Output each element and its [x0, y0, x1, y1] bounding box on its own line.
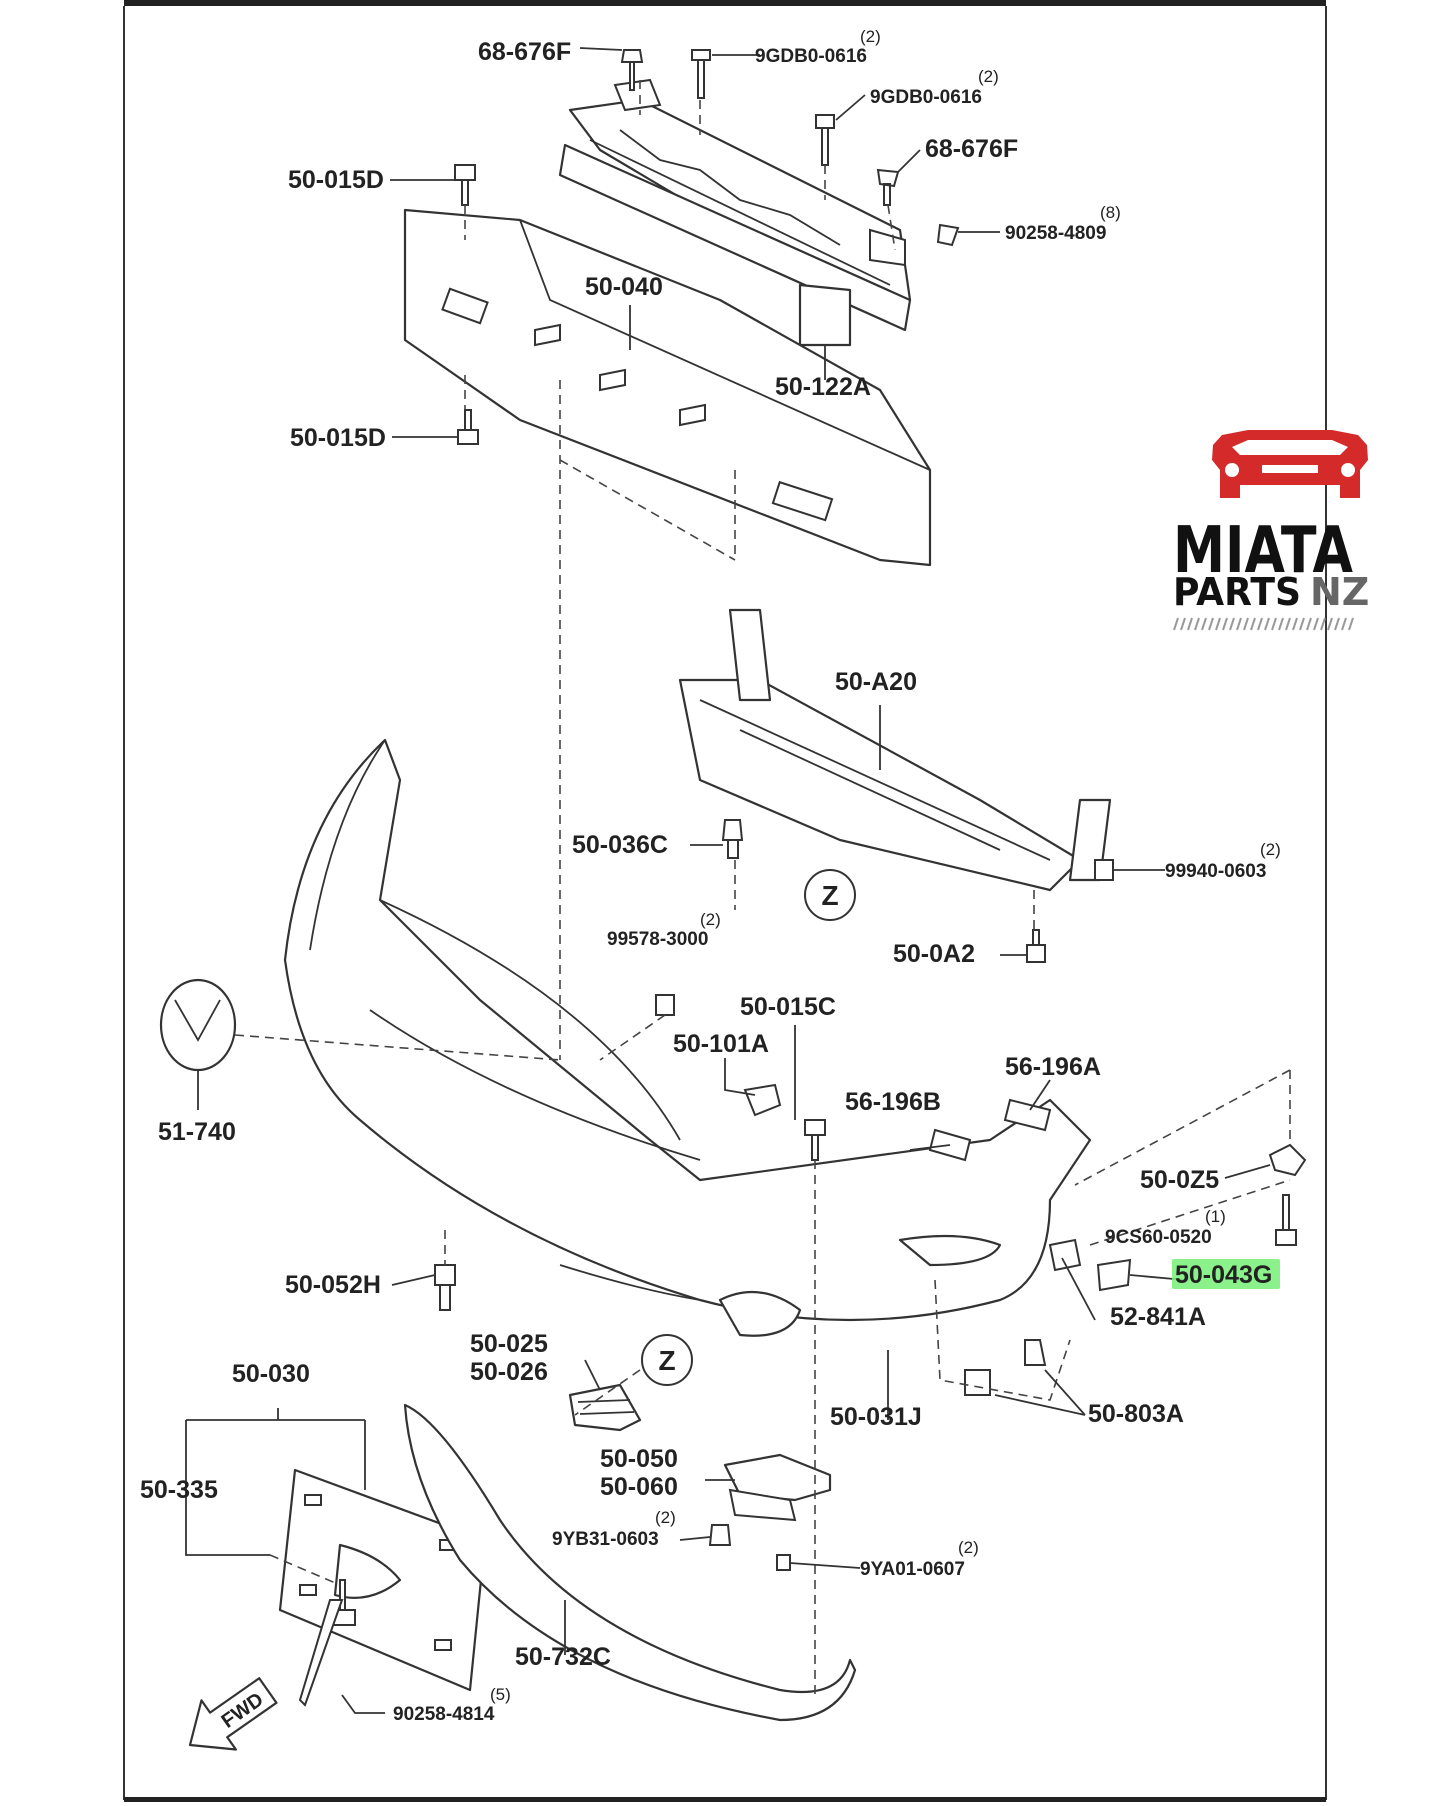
part-label: 50-026: [470, 1358, 548, 1386]
part-label: 50-335: [140, 1476, 218, 1504]
emblem: [159, 978, 237, 1072]
qty-label: (2): [1260, 840, 1281, 859]
logo-line2-nz: NZ: [1310, 570, 1369, 614]
part-label: 50-0A2: [893, 940, 975, 968]
part-label: 50-101A: [673, 1030, 769, 1058]
part-label: 9YB31-0603: [552, 1529, 659, 1550]
reinforcement-bar: [558, 78, 912, 347]
part-label: 90258-4814: [393, 1704, 495, 1725]
qty-label: (1): [1205, 1207, 1226, 1226]
qty-label: (2): [655, 1508, 676, 1527]
fasteners: [298, 49, 1297, 1707]
part-label: 90258-4809: [1005, 223, 1106, 244]
part-label: 50-A20: [835, 668, 917, 696]
lower-bracket: [678, 608, 1112, 892]
qty-label: (2): [700, 910, 721, 929]
part-label: 50-015D: [288, 166, 384, 194]
part-label: 56-196A: [1005, 1053, 1101, 1081]
qty-label: (5): [490, 1685, 511, 1704]
part-label: 68-676F: [478, 38, 571, 66]
lower-grille: [568, 1383, 642, 1432]
license-plate-bracket: [278, 1468, 487, 1692]
car-front-icon: [1212, 430, 1368, 498]
part-label: 50-015C: [740, 993, 836, 1021]
part-label-highlighted: 50-043G: [1175, 1261, 1272, 1289]
logo-line2-parts: PARTS: [1173, 570, 1301, 614]
part-label: 99578-3000: [607, 929, 708, 950]
logo-line1: MIATA: [1173, 514, 1353, 588]
qty-label: (2): [860, 27, 881, 46]
callout-z-upper: Z: [804, 869, 856, 921]
logo-stripes: [1173, 617, 1354, 631]
qty-label: (8): [1100, 203, 1121, 222]
part-label: 9YA01-0607: [860, 1559, 965, 1580]
part-label: 56-196B: [845, 1088, 941, 1116]
highlight-50-043g: [1172, 1259, 1280, 1289]
leader-lines: [185, 47, 1271, 1714]
part-label: 52-841A: [1110, 1303, 1206, 1331]
part-label: 50-040: [585, 273, 663, 301]
part-label: 50-031J: [830, 1403, 922, 1431]
page-frame: [123, 0, 1327, 1802]
guide-lines: [234, 80, 1291, 1700]
part-label: 50-052H: [285, 1271, 381, 1299]
part-label: 50-030: [232, 1360, 310, 1388]
part-label: 50-122A: [775, 373, 871, 401]
part-label: 9CS60-0520: [1105, 1227, 1212, 1248]
energy-absorber: [403, 208, 932, 567]
part-labels: 68-676F 9GDB0-0616 (2) 9GDB0-0616 (2) 68…: [140, 27, 1281, 1725]
part-label: 99940-0603: [1165, 861, 1266, 882]
part-label: 50-803A: [1088, 1400, 1184, 1428]
part-label: 9GDB0-0616: [755, 46, 867, 67]
part-label: 50-015D: [290, 424, 386, 452]
fwd-arrow: FWD: [188, 1677, 278, 1751]
callout-z-label: Z: [821, 880, 838, 911]
part-label: 50-732C: [515, 1643, 611, 1671]
callout-z-lower: Z: [641, 1334, 693, 1386]
qty-label: (2): [958, 1538, 979, 1557]
part-label: 50-025: [470, 1330, 548, 1358]
brand-logo: MIATA PARTS NZ: [1173, 430, 1369, 631]
part-label: 50-050: [600, 1445, 678, 1473]
part-label: 50-036C: [572, 831, 668, 859]
part-label: 51-740: [158, 1118, 236, 1146]
lip-spoiler: [403, 1403, 857, 1722]
qty-label: (2): [978, 67, 999, 86]
part-label: 50-0Z5: [1140, 1166, 1219, 1194]
part-label: 9GDB0-0616: [870, 87, 982, 108]
part-label: 50-060: [600, 1473, 678, 1501]
bumper-side-bracket: [723, 1453, 832, 1522]
small-clips: [743, 1083, 1307, 1396]
callout-z-label: Z: [658, 1345, 675, 1376]
bumper-cover: [283, 738, 1092, 1337]
part-label: 68-676F: [925, 135, 1018, 163]
